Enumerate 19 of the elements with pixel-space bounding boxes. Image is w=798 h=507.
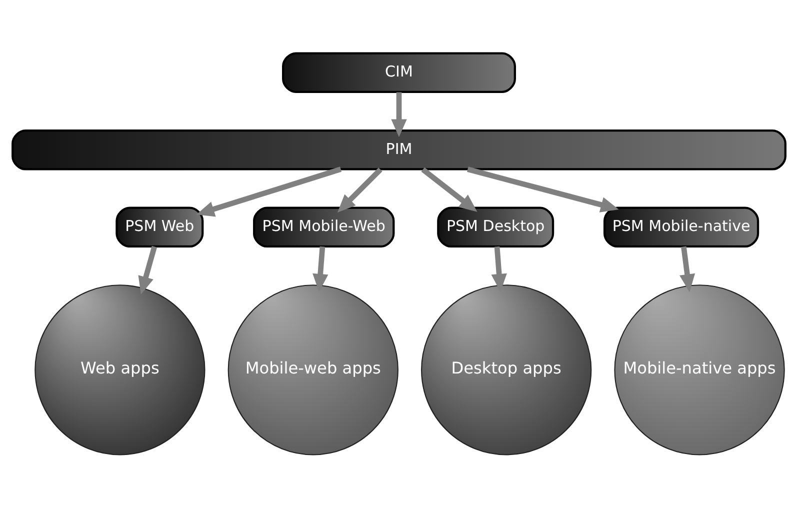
node-circle: Mobile-web apps — [228, 284, 398, 455]
arrow — [138, 245, 158, 294]
node-box: PSM Desktop — [437, 206, 554, 248]
arrow — [421, 166, 478, 212]
arrow — [491, 246, 507, 292]
arrow — [312, 246, 328, 292]
node-circle: Mobile-native apps — [614, 284, 785, 455]
node-box: PSM Web — [116, 206, 204, 248]
node-box: CIM — [282, 52, 516, 92]
node-box: PIM — [12, 129, 786, 170]
node-circle: Web apps — [34, 284, 206, 455]
arrow — [196, 166, 342, 216]
node-circle: Desktop apps — [421, 284, 592, 455]
arrow — [679, 246, 696, 292]
node-box: PSM Mobile-Web — [253, 206, 395, 248]
arrow — [467, 166, 619, 212]
arrow — [391, 92, 407, 137]
arrow — [337, 167, 382, 212]
node-box: PSM Mobile-native — [603, 206, 760, 248]
